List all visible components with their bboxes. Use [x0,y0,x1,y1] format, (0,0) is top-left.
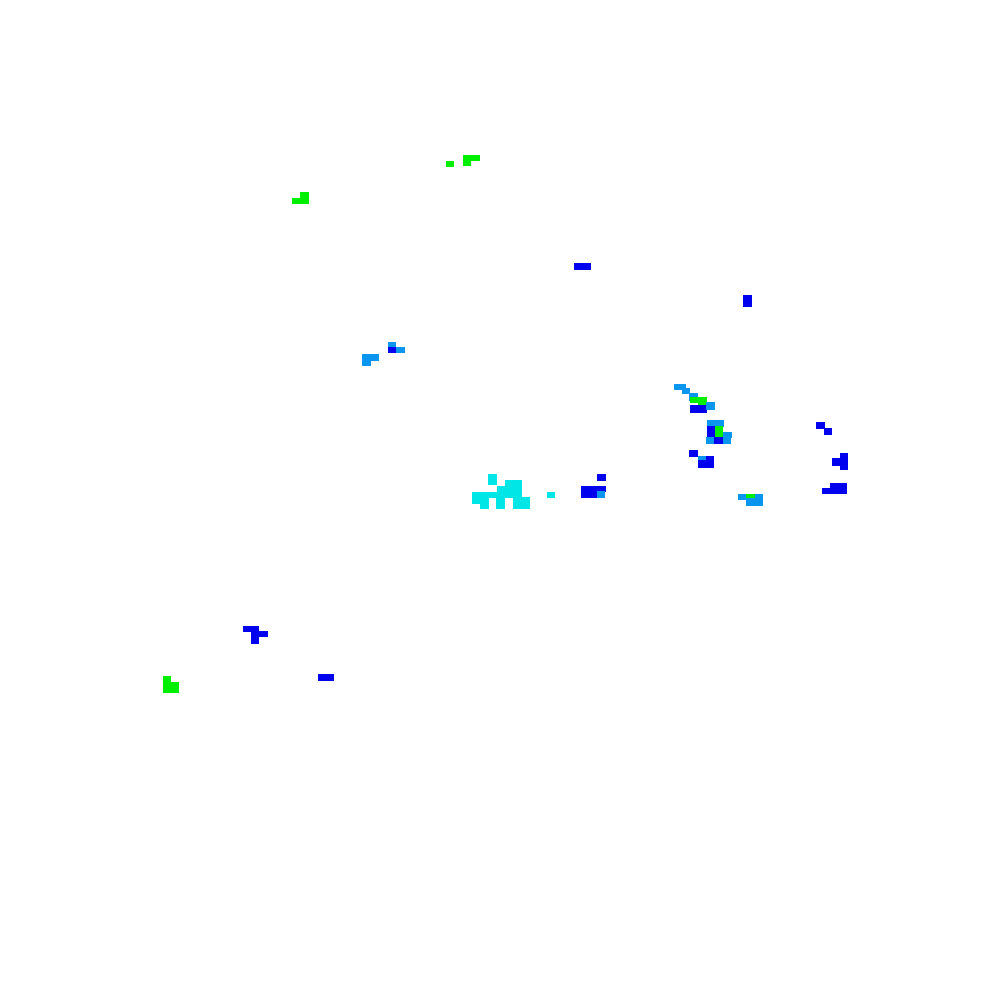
radar-echo-blue [840,453,848,470]
radar-echo-blue [581,490,598,498]
radar-echo-green [300,192,309,204]
radar-echo-cyan [488,474,497,485]
radar-echo-light-blue [396,347,405,353]
radar-echo-blue [698,460,714,468]
radar-echo-cyan [513,497,530,509]
radar-echo-blue [816,422,825,429]
radar-echo-blue [574,263,591,270]
radar-echo-light-blue [674,384,686,390]
radar-echo-blue [251,631,268,637]
radar-echo-cyan [496,497,505,509]
radar-echo-light-blue [388,342,396,349]
radar-echo-light-blue [723,437,731,444]
radar-echo-light-blue [362,354,379,361]
radar-echo-green [715,431,723,437]
radar-echo-green [292,198,301,204]
radar-echo-green [715,426,723,432]
radar-echo-green [746,494,755,500]
radar-echo-blue [251,636,259,644]
radar-echo-light-blue [706,437,715,444]
radar-echo-light-blue [755,494,763,500]
radar-echo-cyan [472,492,522,498]
radar-echo-green [463,160,471,166]
radar-echo-light-blue [362,360,371,366]
radar-echo-green [446,161,454,167]
radar-echo-green [463,155,480,161]
radar-echo-green [163,682,179,693]
radar-echo-blue [689,450,698,457]
radar-echo-cyan [472,497,480,504]
radar-echo-blue [824,428,832,435]
radar-echo-green [698,397,707,409]
radar-echo-blue [318,674,334,681]
radar-echo-blue [743,295,752,307]
radar-echo-blue [243,626,259,632]
radar-echo-blue [597,474,606,481]
radar-echo-light-blue [746,498,763,506]
radar-echo-blue [706,456,714,462]
radar-echo-blue [714,437,723,444]
radar-echo-blue [830,483,847,494]
radar-echo-green [163,676,171,683]
radar-echo-light-blue [597,491,605,498]
radar-echo-cyan [547,492,555,498]
radar-echo-blue [690,405,707,413]
radar-echo-cyan [480,497,489,509]
radar-echo-light-blue [682,388,690,394]
radar-echo-blue [388,347,396,353]
radar-echo-blue [822,488,831,494]
radar-echo-light-blue [698,456,706,463]
radar-echo-cyan [505,480,522,486]
radar-echo-cyan [497,486,522,492]
radar-echo-blue [707,426,715,438]
radar-echo-light-blue [723,432,732,438]
radar-echo-light-blue [706,402,715,410]
radar-echo-blue [581,486,606,492]
radar-echo-light-blue [738,494,747,500]
radar-echo-light-blue [707,420,724,427]
